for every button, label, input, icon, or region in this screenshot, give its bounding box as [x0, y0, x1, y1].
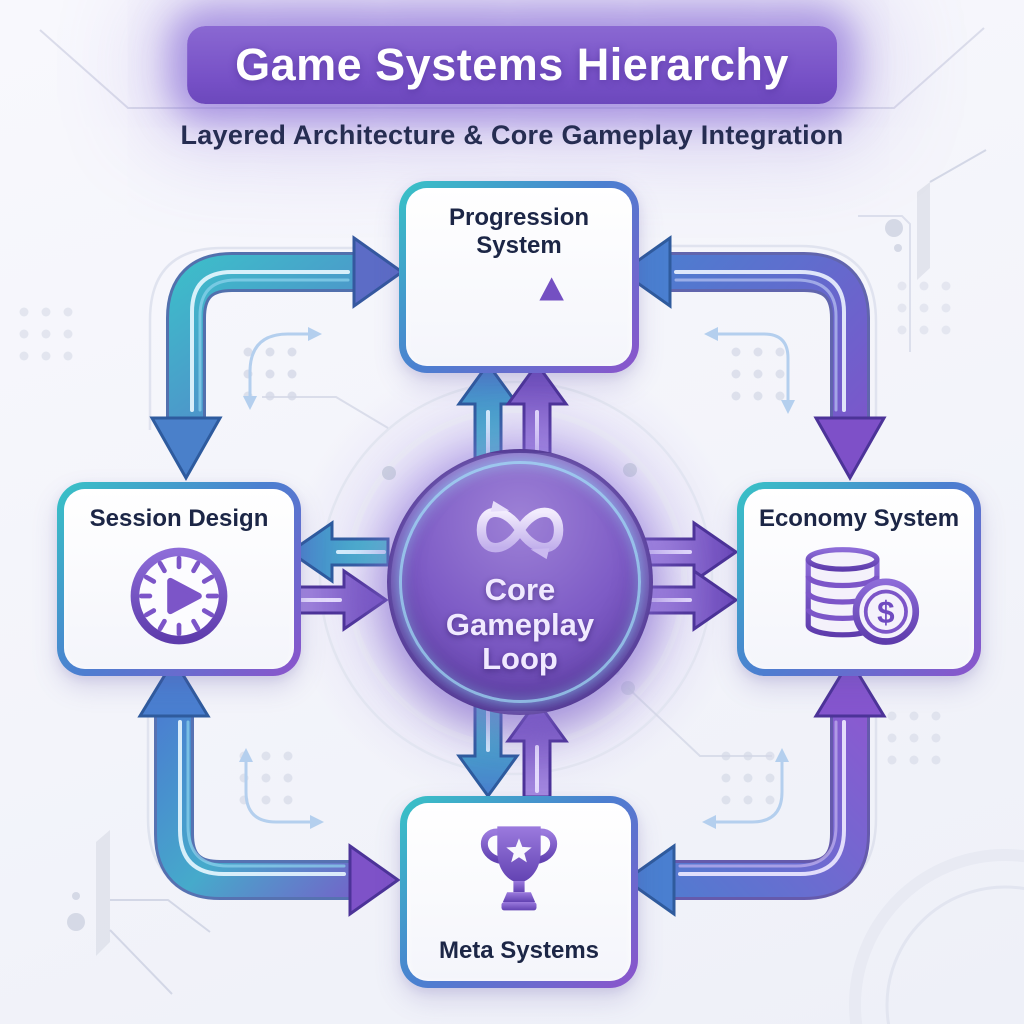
node-label: Session Design — [89, 505, 269, 532]
arrow-session-to-core — [294, 568, 389, 632]
echo-arrows — [239, 327, 795, 829]
arrow-economy-meta-bottom-right — [623, 657, 887, 917]
arrow-session-progression-top-left — [149, 235, 405, 482]
timer-play-icon — [130, 547, 228, 644]
page-subtitle: Layered Architecture & Core Gameplay Int… — [180, 120, 844, 150]
arrow-core-to-session — [287, 520, 390, 584]
node-economy-system: Economy System $ — [737, 482, 981, 676]
node-label: Meta Systems — [438, 937, 600, 965]
arrow-economy-progression-top-right — [619, 235, 887, 482]
core-label-line: Core — [484, 571, 556, 607]
page-title: Game Systems Hierarchy — [235, 39, 789, 90]
node-session-design: Session Design — [57, 482, 301, 676]
arrow-core-to-economy-2 — [642, 568, 739, 632]
core-label-line: Gameplay — [445, 606, 595, 642]
node-meta-systems: Meta Systems — [400, 796, 638, 988]
core-label-line: Loop — [482, 641, 558, 677]
node-label: Progression System — [448, 204, 590, 259]
arrow-core-to-economy-1 — [642, 520, 739, 584]
infinity-loop-icon — [476, 500, 564, 560]
core-gameplay-loop-node: Core Gameplay Loop — [387, 449, 653, 715]
trophy-icon — [480, 826, 558, 911]
arrow-meta-to-core — [505, 698, 569, 799]
ladder-up-icon — [478, 268, 564, 357]
title-banner: Game Systems Hierarchy — [187, 26, 837, 104]
coins-dollar-icon: $ — [805, 546, 920, 645]
node-label: Economy System — [758, 505, 960, 532]
star-icon — [506, 838, 532, 863]
node-progression-system: Progression System — [399, 181, 639, 373]
arrow-session-meta-bottom-left — [137, 657, 401, 917]
dollar-sign-glyph: $ — [877, 594, 894, 629]
